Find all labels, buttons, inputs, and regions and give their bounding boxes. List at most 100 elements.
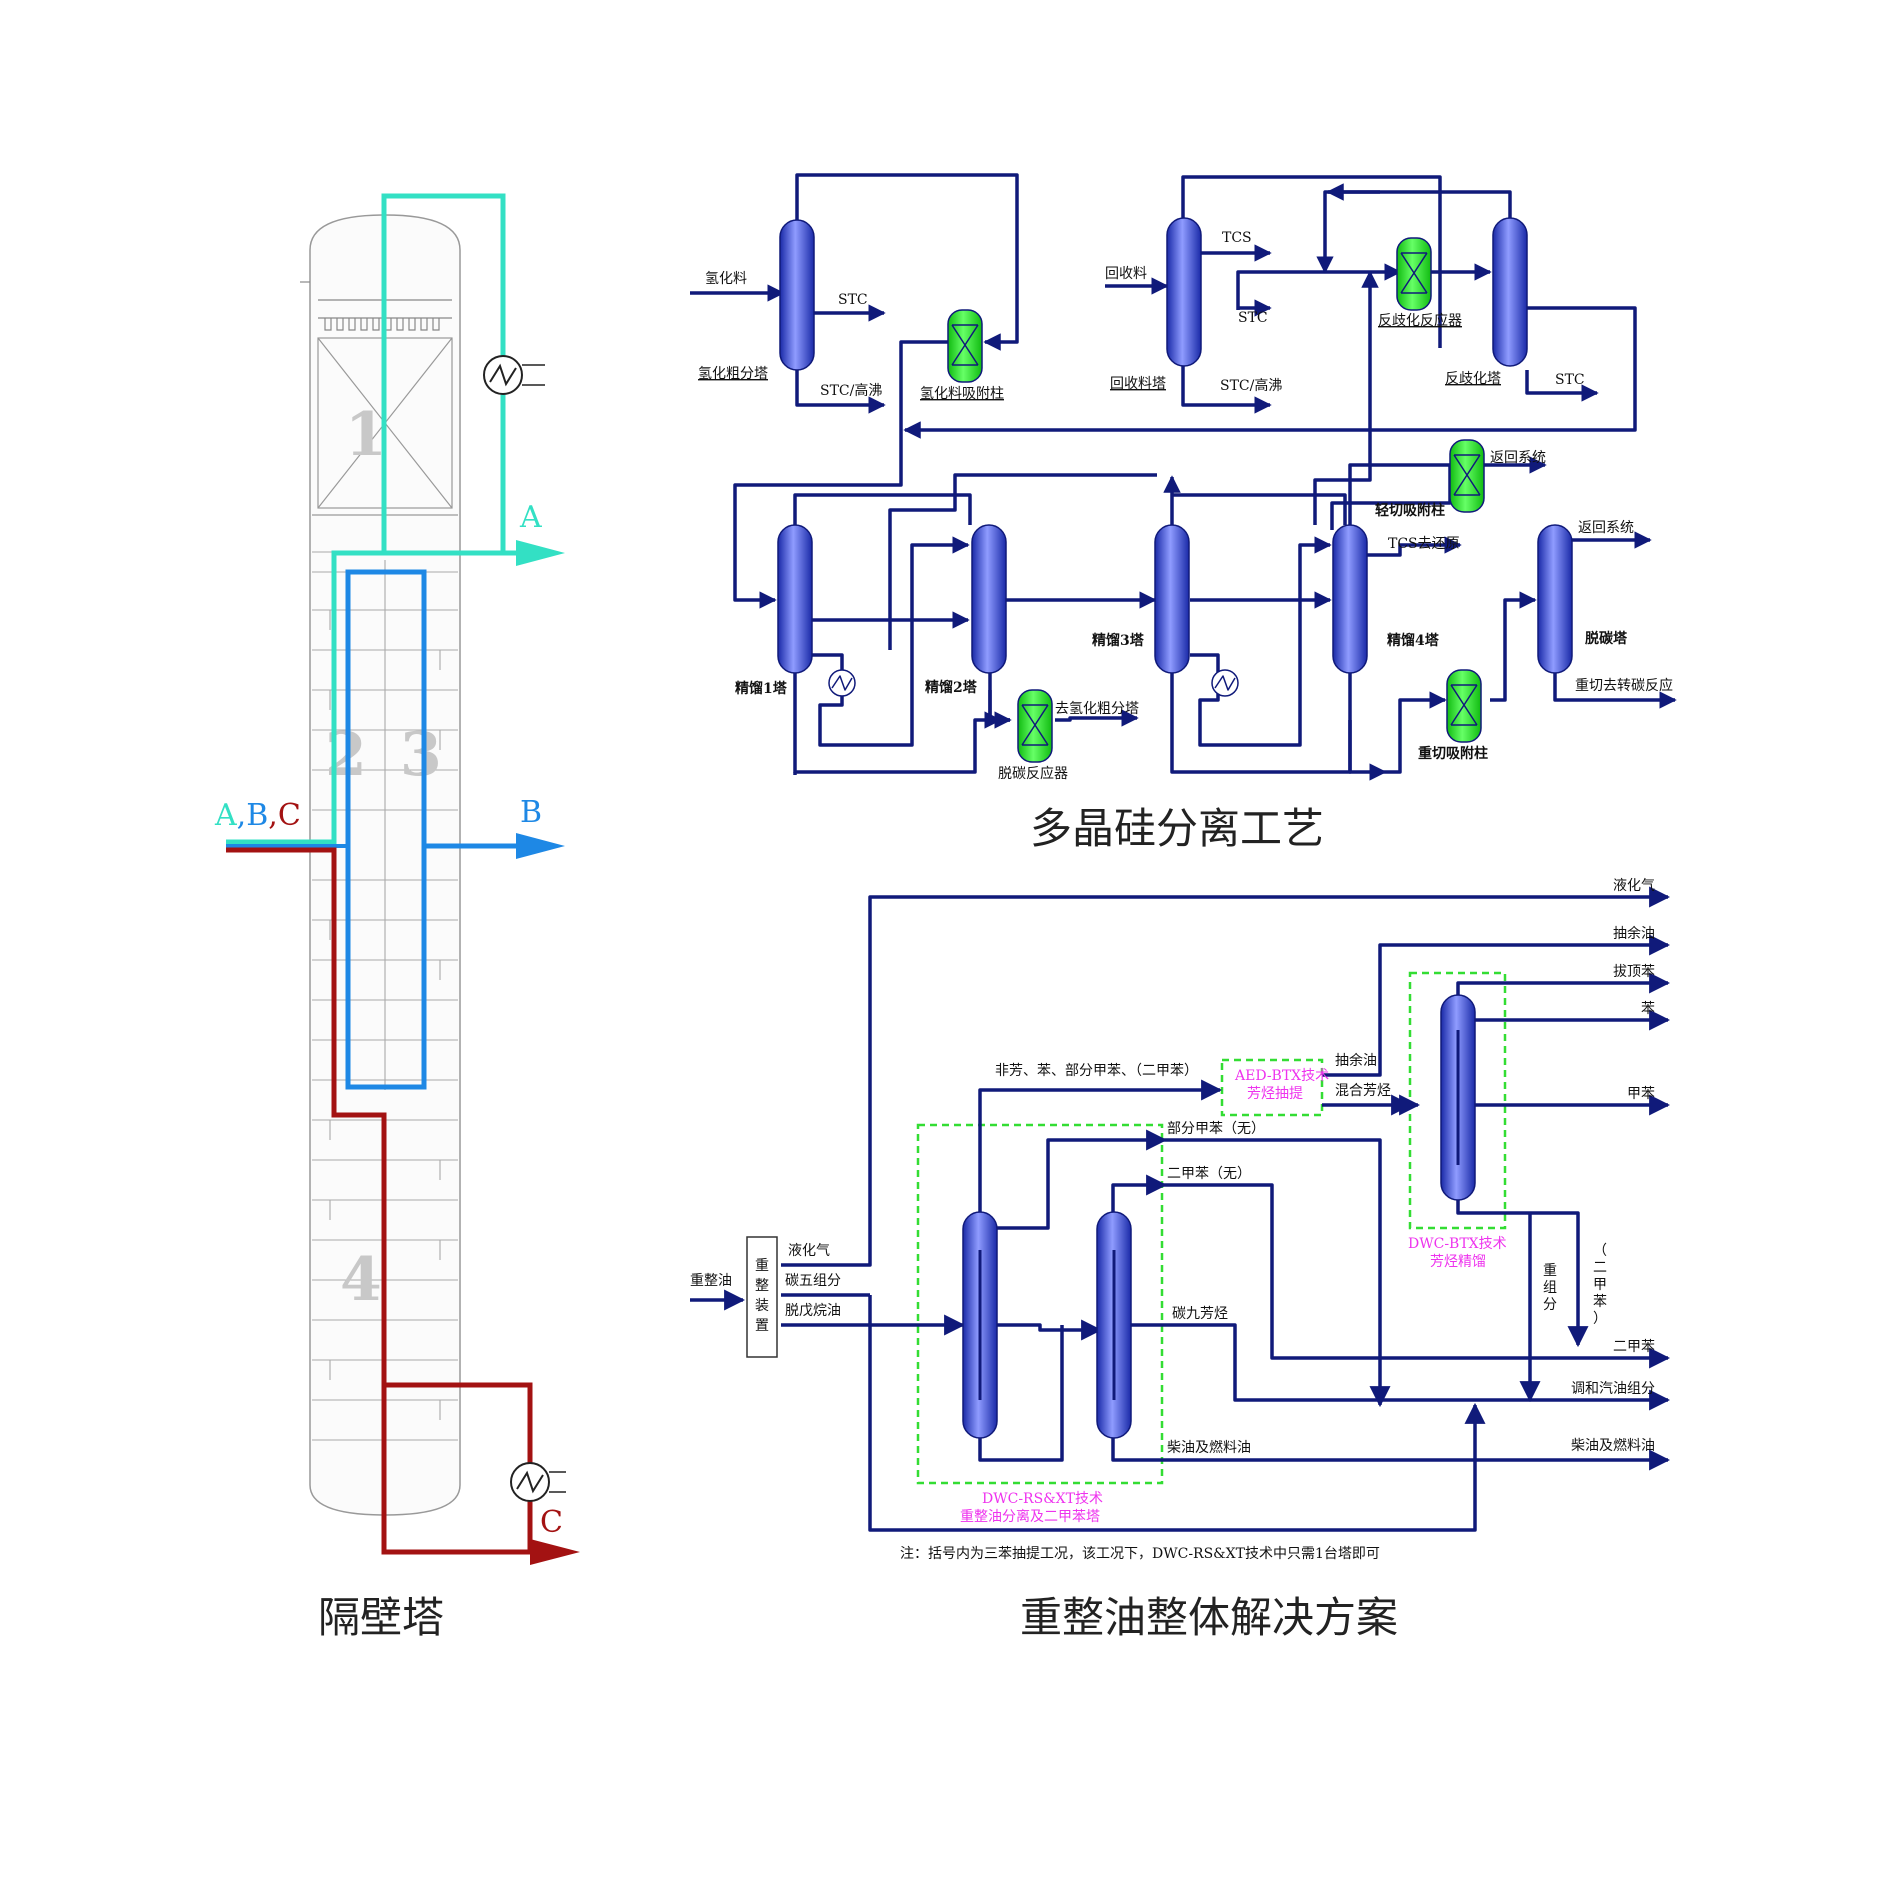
output-label-2: 拔顶苯 [1613,963,1655,980]
label-btx-title: DWC-BTX技术 [1408,1236,1507,1252]
feed-to-col1 [733,430,903,609]
label-heavy-char-2: 组 [1543,1280,1557,1296]
rs-col1-bottom [978,1325,1064,1462]
label-rs-sub: 重整油分离及二甲苯塔 [960,1508,1100,1525]
stream-c-arrow [530,1539,580,1565]
feed-label-sep-2: , [268,798,278,833]
label-partial-toluene: 部分甲苯（无） [1167,1120,1265,1137]
c5-to-blend [868,1295,1486,1532]
label-tcs-reduction: TCS去还原 [1388,536,1460,552]
polysilicon-columns [777,217,1573,674]
label-stc-2: STC [1238,310,1268,326]
dispro-reactor-icon [1396,237,1432,311]
reformer-char-1: 重 [755,1258,769,1274]
reformate-outputs: 液化气 抽余油 拔顶苯 苯 甲苯 二甲苯 调和汽油组分 柴油及燃料油 [1571,878,1655,1454]
col4-bottom [1348,673,1387,781]
reformate-caption: 重整油整体解决方案 [1020,1593,1398,1642]
output-label-1: 抽余油 [1613,925,1655,942]
product-a-label: A [519,500,542,535]
label-xylene-v-3: 甲 [1593,1277,1607,1293]
dispro-stc-line [1525,370,1599,402]
label-mixed-aromatics: 混合芳烃 [1335,1082,1391,1099]
hydro-adsorber-icon [947,309,983,383]
partial-toluene-to-blend [1165,1138,1391,1408]
reformate-columns [962,994,1476,1439]
polysilicon-diagram: 氢化料 氢化粗分塔 STC STC/高沸 氢化料吸附柱 回收料 回收料塔 TCS… [690,173,1677,853]
recovery-column-icon [1166,217,1202,367]
output-label-7: 柴油及燃料油 [1571,1437,1655,1454]
col3-top [1172,493,1347,525]
reboiler1-loop [812,536,970,747]
feed-label: A,B,C [214,798,301,833]
dividing-wall-section [345,569,427,1090]
label-col1: 精馏1塔 [735,680,788,697]
xylene-to-out [1165,1183,1671,1369]
label-hydro-column: 氢化粗分塔 [698,366,768,382]
label-heavy-char-1: 重 [1543,1263,1557,1279]
dwc-column-diagram: 1 2 3 4 A, [214,193,580,1642]
col4-icon [1332,524,1368,674]
output-label-3: 苯 [1641,1000,1655,1017]
light-adsorber-icon [1449,439,1485,513]
label-stc-3: STC [1555,372,1585,388]
output-label-6: 调和汽油组分 [1571,1381,1655,1397]
col3-icon [1154,524,1190,674]
aed-raffinate [1322,934,1671,1077]
col1-icon [777,524,813,674]
label-heavy-char-3: 分 [1543,1297,1557,1313]
dispro-column-icon [1492,217,1528,367]
stream-b-arrow [516,833,565,859]
col2-icon [971,524,1007,674]
col2-recycle [888,473,1157,650]
reformate-diagram: 重 整 装 置 重整油 液化气 碳五组分 脱戊烷油 非芳、苯、部分甲苯、（二甲苯… [690,878,1671,1642]
hydro-adsorber-feed [899,340,948,430]
heavy-adsorber-out [1490,591,1537,702]
col2-bottom [988,673,1012,729]
col2-to-decarbon [988,690,1010,722]
reformer-char-2: 整 [755,1278,769,1294]
label-recovery-feed: 回收料 [1105,266,1147,282]
col4-tcs-out [1367,536,1462,557]
reformer-char-4: 置 [755,1318,769,1334]
polysilicon-caption: 多晶硅分离工艺 [1030,804,1324,853]
reformer-char-3: 装 [755,1298,769,1314]
label-dispro-column: 反歧化塔 [1445,371,1501,387]
col1-bottom-loop [793,673,1002,774]
rs-col2-c9 [1130,1323,1671,1411]
col4-up-return [1313,270,1379,525]
polysilicon-reactors [947,237,1485,763]
label-hydro-feed: 氢化料 [705,271,747,287]
label-col2: 精馏2塔 [925,679,978,696]
label-aed-title: AED-BTX技术 [1234,1068,1329,1084]
rs-col2-xylene-none [1111,1174,1168,1212]
output-label-5: 二甲苯 [1613,1338,1655,1355]
output-label-4: 甲苯 [1627,1085,1655,1102]
label-stc-high-1: STC/高沸 [820,382,882,399]
label-c5: 碳五组分 [785,1273,841,1289]
label-return-system-1: 返回系统 [1490,450,1546,466]
label-depentanized: 脱戊烷油 [785,1303,841,1319]
feed-label-a: A [214,798,237,833]
label-lpg-stream: 液化气 [788,1243,830,1259]
label-c9: 碳九芳烃 [1172,1305,1228,1322]
heat-exchanger-2-icon [1211,669,1239,697]
output-label-0: 液化气 [1613,878,1655,894]
tech-box-rs [916,1123,1164,1485]
condenser-icon [483,355,545,395]
label-note: 注：括号内为三苯抽提工况，该工况下，DWC-RS&XT技术中只需1台塔即可 [900,1545,1380,1562]
dispro-side-return [903,306,1637,439]
label-decarbon-reactor: 脱碳反应器 [998,765,1068,782]
label-stc-1: STC [838,292,868,308]
label-light-adsorber: 轻切吸附柱 [1375,502,1445,519]
col4-heavy [1385,691,1447,774]
reformate-labels: 重整油 液化气 碳五组分 脱戊烷油 非芳、苯、部分甲苯、（二甲苯） AED-BT… [690,1052,1607,1562]
rs-col2-bottom [1111,1438,1671,1471]
rs-col1-partial-toluene [997,1129,1168,1230]
decarbon-reactor-icon [1017,689,1053,763]
label-decarbon-column: 脱碳塔 [1585,630,1628,647]
decarbon-bottom [1553,672,1677,709]
reformer-unit-text: 重 整 装 置 [755,1258,769,1334]
section-number-4: 4 [340,1245,382,1315]
stream-c-line [226,847,530,1555]
label-nonaromatics: 非芳、苯、部分甲苯、（二甲苯） [995,1062,1198,1079]
